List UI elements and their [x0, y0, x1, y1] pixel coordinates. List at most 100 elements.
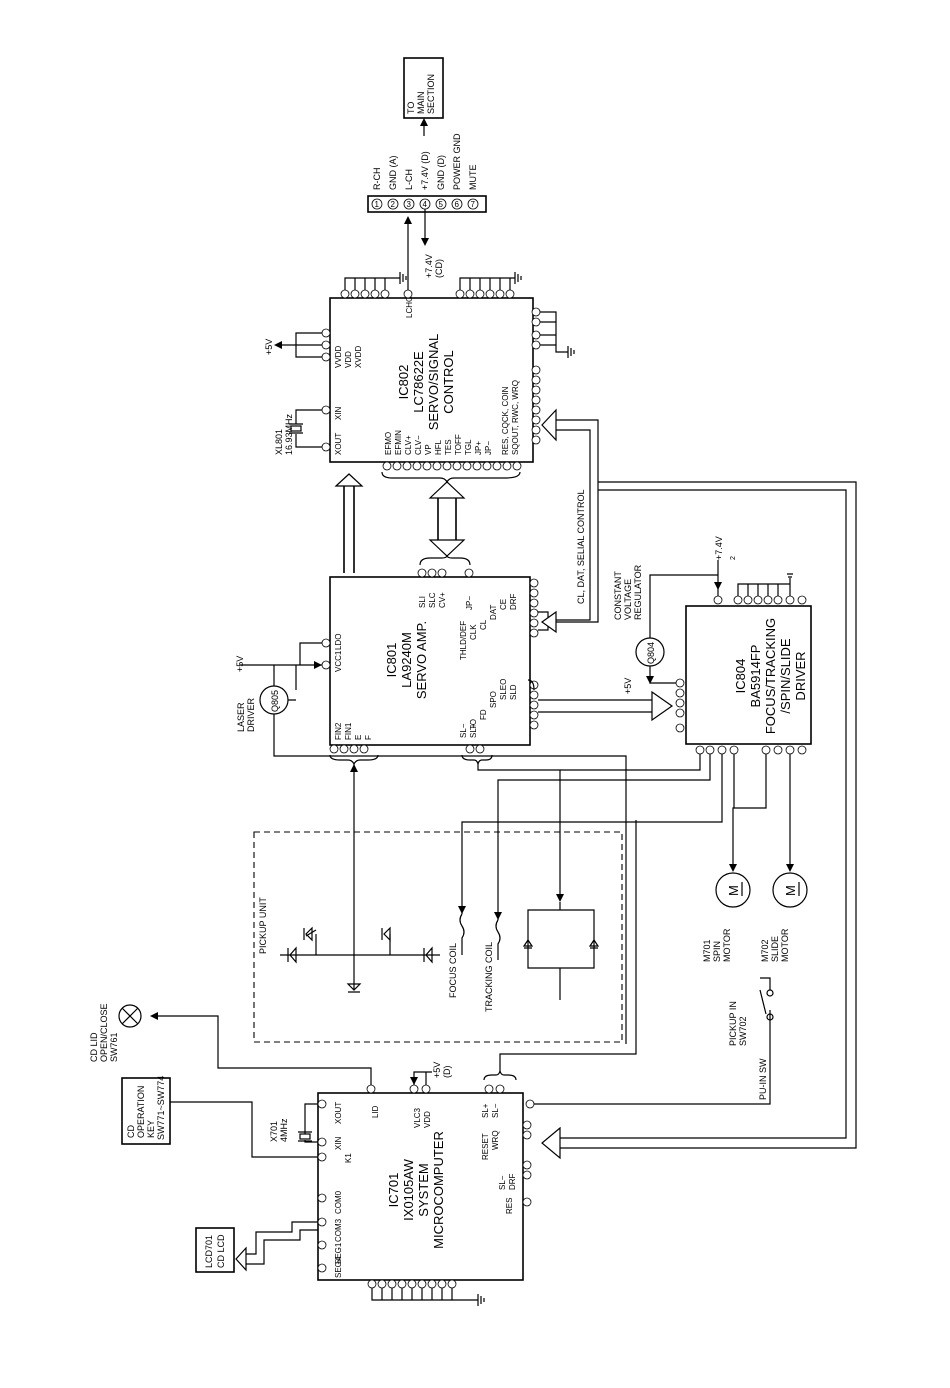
svg-text:LDO: LDO [334, 634, 343, 650]
svg-text:LID: LID [371, 1105, 380, 1118]
conn-powergnd: POWER GND [452, 133, 462, 190]
svg-text:SL−: SL− [498, 1175, 507, 1190]
ic802-pin-efmin: EFMIN [394, 430, 403, 455]
ic804-name: IC804 [733, 659, 748, 694]
svg-text:MOTOR: MOTOR [722, 928, 732, 962]
svg-text:CONSTANT: CONSTANT [613, 571, 623, 620]
svg-text:COM3: COM3 [334, 1218, 343, 1242]
svg-text:4: 4 [423, 200, 428, 209]
ic701-part: IX0105AW [401, 1158, 416, 1220]
svg-text:E: E [354, 735, 363, 740]
conn-74vd: +7.4V (D) [420, 151, 430, 190]
ic802-pin-efmo: EFMO [384, 432, 393, 455]
pickup-unit: PICKUP UNIT FOCUS COIL TRACKING COIL [253, 831, 623, 1043]
svg-text:CLK: CLK [469, 624, 478, 640]
svg-text:RES: RES [505, 1198, 514, 1214]
svg-text:FIN2: FIN2 [334, 722, 343, 740]
svg-text:REGULATOR: REGULATOR [633, 564, 643, 620]
serial-control-bus: CL, DAT, SELIAL CONTROL [538, 408, 857, 1160]
svg-text:SW702: SW702 [738, 1016, 748, 1046]
ic802-pin-xin: XIN [334, 406, 343, 420]
svg-text:XOUT: XOUT [334, 1102, 343, 1124]
svg-text:SLI: SLI [418, 596, 427, 608]
svg-text:(D): (D) [442, 1066, 452, 1079]
ic802-pin-vdd: VDD [344, 351, 353, 368]
svg-text:SPO: SPO [489, 691, 498, 708]
svg-text:DRF: DRF [508, 1173, 517, 1190]
ic804-block: IC804 BA5914FP FOCUS/TRACKING /SPIN/SLID… [458, 536, 812, 920]
ic802-func1: SERVO/SIGNAL [426, 334, 441, 431]
svg-text:SL−: SL− [459, 723, 468, 738]
svg-text:7: 7 [471, 200, 476, 209]
svg-text:XIN: XIN [334, 1136, 343, 1150]
conn-gnda: GND (A) [388, 156, 398, 191]
ic802-pin-xout: XOUT [334, 433, 343, 455]
svg-text:MOTOR: MOTOR [780, 928, 790, 962]
slide-motor-icon [772, 872, 808, 908]
ic802-part: LC78622E [411, 351, 426, 413]
ic804-func1: FOCUS/TRACKING [763, 618, 778, 734]
svg-text:M: M [726, 885, 741, 896]
svg-text:CD LCD: CD LCD [216, 1234, 226, 1268]
svg-text:SLEO: SLEO [499, 679, 508, 700]
svg-text:SECTION: SECTION [426, 74, 436, 114]
ic802-pin-clvp: CLV+ [404, 435, 413, 455]
svg-text:VLC3: VLC3 [413, 1107, 422, 1128]
data-bus-arrows [334, 471, 521, 573]
ic802-pin-tes: TES [444, 439, 453, 455]
svg-text:DRF: DRF [509, 593, 518, 610]
ic802-pin-jpm: JP− [484, 441, 493, 455]
ic802-pin-vp: VP [424, 444, 433, 455]
ic802-pin-vvdd: VVDD [334, 346, 343, 368]
svg-text:VDD: VDD [423, 1111, 432, 1128]
ic802-pin-res: RES, CQCK, COIN [501, 386, 510, 455]
svg-text:THLD/DEF: THLD/DEF [459, 621, 468, 660]
svg-text:5: 5 [439, 200, 444, 209]
svg-text:K1: K1 [344, 1153, 353, 1163]
ic802-pin-sqout: SQOUT, RWC, WRQ [511, 380, 520, 455]
svg-text:JP−: JP− [465, 596, 474, 610]
svg-text:(CD): (CD) [434, 259, 444, 278]
svg-text:TO: TO [469, 719, 478, 730]
spin-motor-icon [715, 872, 751, 908]
svg-text:Q805: Q805 [270, 690, 280, 712]
conn-rch: R-CH [372, 168, 382, 191]
svg-text:6: 6 [455, 200, 460, 209]
svg-text:RESET: RESET [481, 1133, 490, 1160]
svg-text:SEG1: SEG1 [334, 1242, 343, 1264]
svg-text:4MHz: 4MHz [279, 1118, 289, 1142]
svg-text:CD: CD [126, 1125, 136, 1138]
svg-text:VOLTAGE: VOLTAGE [623, 579, 633, 620]
svg-text:FIN1: FIN1 [344, 722, 353, 740]
ic804-func3: DRIVER [793, 651, 808, 700]
svg-text:FOCUS COIL: FOCUS COIL [448, 943, 458, 998]
svg-text:OPEN/CLOSE: OPEN/CLOSE [99, 1003, 109, 1062]
svg-text:X701: X701 [269, 1121, 279, 1142]
ic802-pin-lcho: LCHO [405, 296, 414, 318]
svg-text:SW761: SW761 [109, 1032, 119, 1062]
ic804-part: BA5914FP [748, 645, 763, 708]
svg-text:SLIDE: SLIDE [770, 936, 780, 962]
svg-text:SLD: SLD [509, 684, 518, 700]
ic802-pin-clvm: CLV− [414, 435, 423, 455]
svg-text:SLC: SLC [428, 592, 437, 608]
svg-text:F: F [364, 735, 373, 740]
svg-text:TO: TO [406, 102, 416, 114]
ic701-name: IC701 [386, 1173, 401, 1208]
svg-text:PICKUP IN: PICKUP IN [728, 1001, 738, 1046]
ic801-block: IC801 LA9240M SERVO AMP. FIN2 FIN1 E F V… [235, 568, 627, 1044]
ic801-name: IC801 [384, 643, 399, 678]
svg-text:COM0: COM0 [334, 1190, 343, 1214]
svg-text:Q804: Q804 [646, 642, 656, 664]
motors: M M701 SPIN MOTOR M M702 SLIDE MOTOR [702, 872, 808, 962]
ic701-block: IC701 IX0105AW SYSTEM MICROCOMPUTER XOUT… [89, 820, 774, 1306]
svg-text:SEG4: SEG4 [334, 1256, 343, 1278]
svg-text:2: 2 [391, 200, 396, 209]
svg-text:MAIN: MAIN [416, 92, 426, 115]
svg-text:SW771~SW774: SW771~SW774 [156, 1076, 166, 1140]
ic802-func2: CONTROL [441, 350, 456, 414]
svg-text:+5V: +5V [623, 678, 633, 694]
svg-text:M702: M702 [760, 939, 770, 962]
svg-text:+5V: +5V [235, 656, 245, 672]
